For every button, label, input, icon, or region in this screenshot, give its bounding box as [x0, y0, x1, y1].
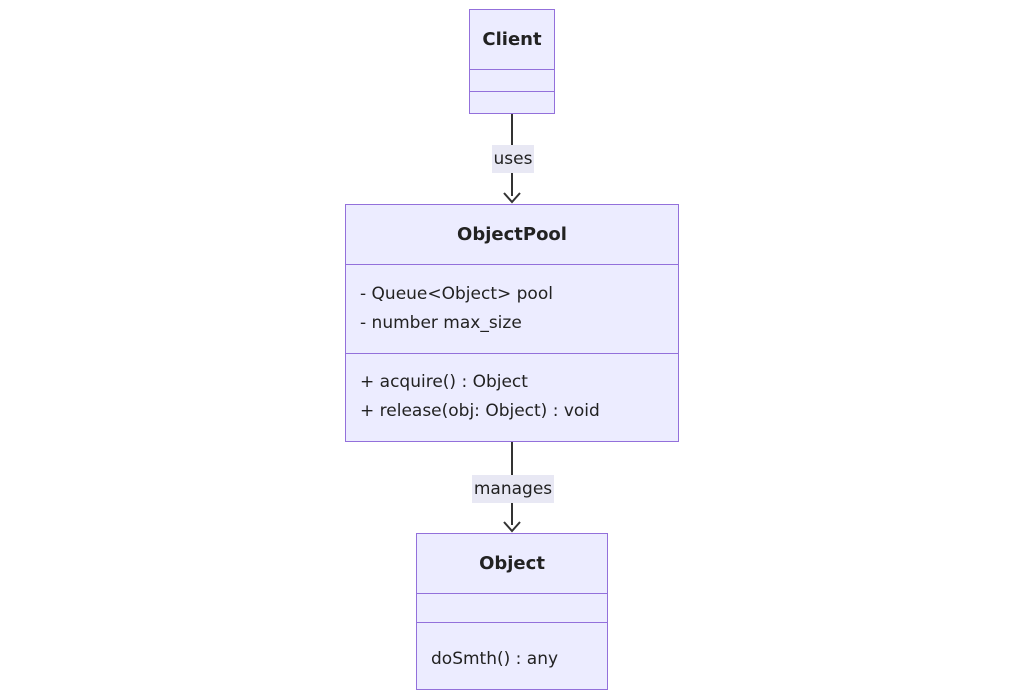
- class-objectpool-name: ObjectPool: [346, 205, 678, 265]
- class-objectpool-methods: + acquire() : Object + release(obj: Obje…: [346, 354, 678, 441]
- relation-uses-arrowhead: [503, 192, 521, 204]
- relation-manages-label: manages: [472, 475, 554, 503]
- class-objectpool-attributes: - Queue<Object> pool - number max_size: [346, 265, 678, 354]
- method-release: + release(obj: Object) : void: [360, 401, 600, 421]
- class-client-name: Client: [470, 10, 554, 70]
- relation-uses-label: uses: [492, 145, 534, 173]
- relation-manages-arrowhead: [503, 521, 521, 533]
- class-object: Object doSmth() : any: [416, 533, 608, 690]
- class-object-name: Object: [417, 534, 607, 594]
- class-object-methods: doSmth() : any: [417, 623, 607, 689]
- class-objectpool: ObjectPool - Queue<Object> pool - number…: [345, 204, 679, 442]
- class-client: Client: [469, 9, 555, 114]
- class-client-attributes: [470, 70, 554, 92]
- method-acquire: + acquire() : Object: [360, 372, 528, 392]
- class-object-attributes: [417, 594, 607, 623]
- attribute-pool: - Queue<Object> pool: [360, 284, 553, 304]
- class-client-methods: [470, 92, 554, 113]
- method-dosmth: doSmth() : any: [431, 649, 559, 669]
- attribute-max-size: - number max_size: [360, 313, 522, 333]
